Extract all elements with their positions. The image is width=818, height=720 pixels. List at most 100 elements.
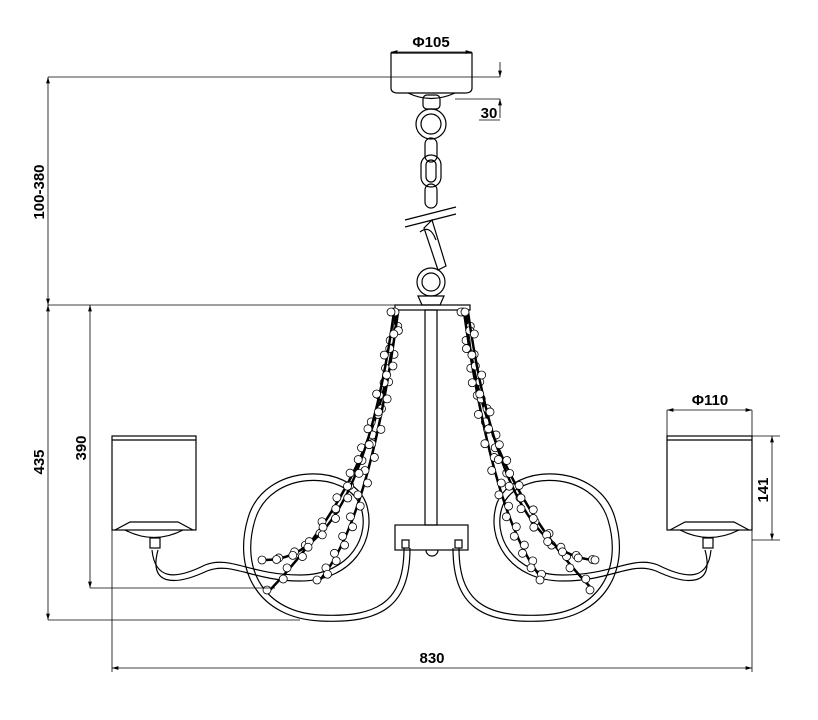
finial — [425, 549, 439, 557]
crystal-bead — [298, 552, 307, 561]
crystal-bead — [348, 522, 357, 532]
crystal-bead — [467, 378, 477, 388]
crystal-bead — [288, 550, 298, 560]
crystal-bead — [504, 501, 514, 511]
crystal-bead — [494, 440, 504, 450]
crystal-bead — [516, 493, 526, 503]
crystal-bead — [364, 440, 374, 450]
arm-socket — [401, 539, 410, 549]
crystal-bead — [526, 563, 536, 573]
crystal-bead — [493, 455, 503, 464]
overall-width-label: 830 — [419, 650, 444, 667]
crystal-bead — [516, 504, 526, 514]
crystal-bead — [346, 512, 355, 522]
total-height-label: 435 — [31, 449, 48, 474]
crystal-bead — [511, 522, 521, 532]
crystal-bead — [272, 555, 281, 564]
crystal-bead — [338, 531, 348, 541]
crystal-bead — [330, 548, 339, 558]
crystal-bead — [484, 424, 493, 434]
crystal-strands — [257, 307, 600, 595]
shade-height-label: 141 — [755, 477, 772, 502]
canopy-diameter-label: Φ105 — [412, 34, 449, 51]
crystal-bead — [278, 574, 288, 584]
crystal-bead — [317, 530, 327, 540]
crystal-bead — [331, 514, 340, 523]
crystal-bead — [323, 569, 332, 579]
crystal-bead — [353, 490, 363, 500]
crystal-bead — [528, 514, 538, 523]
crystal-bead — [262, 585, 272, 595]
crystal-bead — [504, 481, 514, 491]
crystal-bead — [565, 563, 575, 573]
crystal-bead — [496, 478, 506, 488]
crystal-bead — [332, 493, 342, 503]
crystal-strand — [464, 311, 594, 591]
crystal-bead — [282, 563, 292, 573]
crystal-bead — [312, 575, 322, 585]
crystal-bead — [372, 389, 382, 399]
crystal-bead — [363, 478, 372, 488]
crystal-bead — [528, 505, 538, 515]
central-rod — [424, 309, 438, 526]
crystal-bead — [473, 410, 483, 419]
crystal-bead — [477, 370, 487, 380]
crystal-bead — [467, 350, 477, 360]
crystal-bead — [487, 466, 497, 475]
crystal-bead — [340, 540, 349, 550]
crystal-bead — [509, 531, 519, 541]
crystal-bead — [382, 370, 391, 380]
crystal-bead — [331, 556, 341, 566]
chain-length-label: 100-380 — [31, 164, 48, 219]
crystal-bead — [373, 407, 383, 417]
crystal-bead — [353, 455, 363, 464]
crystal-bead — [543, 537, 553, 546]
crystal-bead — [388, 361, 398, 371]
crystal-bead — [376, 424, 386, 434]
crystal-bead — [581, 574, 591, 584]
crystal-bead — [382, 394, 392, 404]
crystal-bead — [485, 407, 495, 417]
shade-diameter-label: Φ110 — [692, 392, 729, 409]
crystal-bead — [529, 522, 539, 532]
crystal-bead — [379, 350, 389, 360]
crystal-bead — [386, 307, 396, 317]
crystal-bead — [257, 555, 267, 565]
left-arm — [149, 473, 411, 622]
crystal-bead — [462, 344, 471, 353]
crystal-bead — [535, 575, 545, 585]
crystal-strand — [269, 311, 398, 591]
crystal-bead — [590, 555, 600, 565]
crystal-bead — [343, 493, 353, 503]
crystal-bead — [573, 553, 583, 563]
crystal-bead — [480, 439, 490, 449]
crystal-bead — [502, 512, 511, 522]
crystal-bead — [355, 501, 365, 511]
crystal-bead — [519, 540, 529, 550]
crystal-bead — [303, 542, 313, 552]
crystal-bead — [370, 453, 379, 462]
crystal-bead — [558, 547, 567, 557]
crystal-bead — [585, 585, 595, 595]
crystal-bead — [518, 548, 527, 558]
crystal-bead — [460, 307, 470, 317]
crystal-bead — [343, 481, 352, 491]
right-arm — [452, 473, 714, 622]
left-shade — [111, 435, 197, 539]
arm-height-label: 390 — [73, 435, 90, 460]
crystal-bead — [514, 481, 524, 490]
crystal-bead — [331, 504, 341, 514]
arm-socket — [454, 539, 463, 549]
crystal-bead — [505, 469, 515, 478]
crystal-bead — [363, 424, 373, 434]
crystal-bead — [345, 468, 355, 478]
crystal-bead — [389, 329, 399, 339]
chain — [404, 94, 457, 306]
arm-hub — [394, 524, 469, 551]
crystal-bead — [354, 469, 364, 478]
canopy-height-label: 30 — [481, 105, 498, 122]
crystal-bead — [318, 522, 328, 532]
right-shade — [666, 435, 753, 539]
canopy — [390, 52, 473, 100]
crystal-bead — [494, 490, 504, 500]
